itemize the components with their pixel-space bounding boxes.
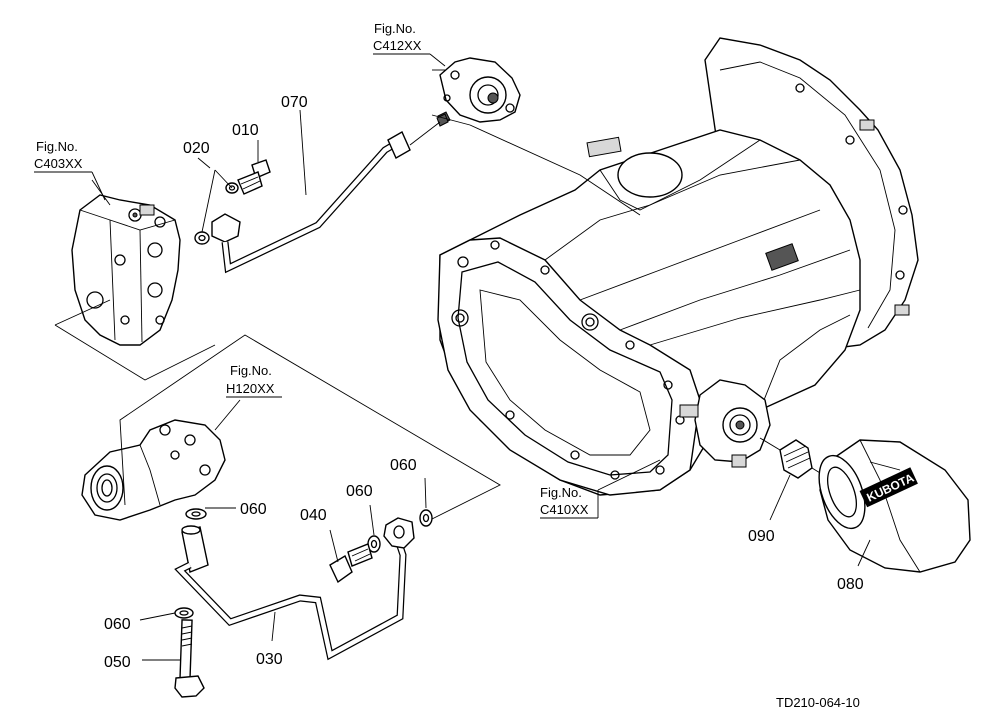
c403-valve-block [54,194,216,381]
fig-label-c412-code: C412XX [373,38,422,53]
fig-label-c412-title: Fig.No. [374,21,416,36]
fig-label-c403-code: C403XX [34,156,83,171]
fig-label-h120-code: H120XX [226,381,275,396]
part-number-030: 030 [256,651,283,668]
fig-label-c403-title: Fig.No. [36,139,78,154]
part-010-banjo-bolt [237,159,271,195]
c412-component [437,57,641,216]
part-020-washers [194,169,239,245]
part-number-050: 050 [104,654,131,671]
part-number-070: 070 [281,94,308,111]
fig-label-c412: Fig.No. C412XX [373,21,446,67]
part-070-pipe [211,113,449,274]
leader-lines [91,69,871,661]
part-number-020: 020 [183,140,210,157]
part-number-040: 040 [300,507,327,524]
fig-label-h120: Fig.No. H120XX [226,363,282,398]
part-050-bolt [174,619,205,698]
part-numbers: 010 020 070 060 040 060 060 060 050 030 … [104,94,864,671]
part-number-060-a: 060 [240,501,267,518]
part-040-banjo-bolt [329,543,373,584]
part-060-washers [174,508,433,619]
part-number-010: 010 [232,122,259,139]
fig-label-h120-title: Fig.No. [230,363,272,378]
part-number-080: 080 [837,576,864,593]
transmission-case [437,37,919,496]
part-090-fitting [759,437,826,479]
part-number-090: 090 [748,528,775,545]
figure-reference: TD210-064-10 [776,695,860,710]
fig-label-c410: Fig.No. C410XX [540,485,599,519]
part-number-060-b: 060 [346,483,373,500]
fig-label-c410-title: Fig.No. [540,485,582,500]
h120-pump [81,334,501,521]
fig-label-c403: Fig.No. C403XX [34,139,106,201]
part-number-060-c: 060 [390,457,417,474]
fig-label-c410-code: C410XX [540,502,589,517]
part-080-oil-filter: KUBOTA [818,439,971,573]
part-030-pipe [174,517,415,661]
part-number-060-d: 060 [104,616,131,633]
